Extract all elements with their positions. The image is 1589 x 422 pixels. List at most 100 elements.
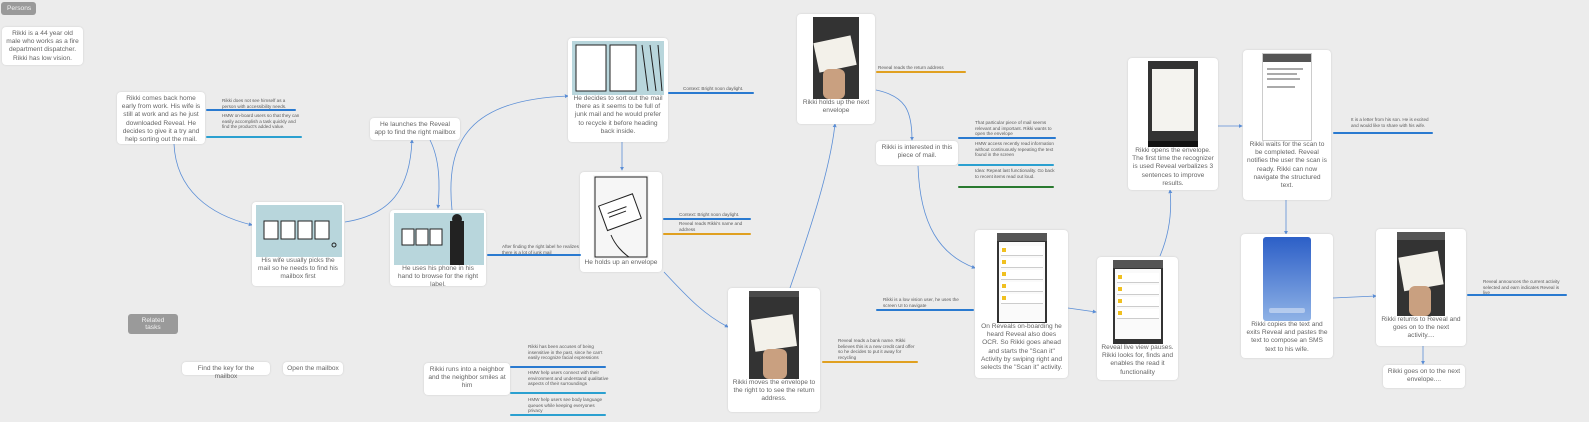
envelope-sketch-image (593, 175, 649, 259)
observation-note: Reveal reads a bank name. Rikki believes… (838, 338, 915, 360)
step-card: His wife usually picks the mail so he ne… (252, 202, 344, 286)
phone-home-screen-image (1263, 237, 1311, 321)
mailbox-open-sketch-image (572, 41, 664, 95)
note-underline (487, 254, 581, 256)
step-text: Rikki waits for the scan to be completed… (1247, 141, 1327, 190)
step-text: Rikki runs into a neighbor and the neigh… (428, 366, 506, 390)
reveal-structured-text-image (1262, 53, 1312, 141)
step-card: Rikki comes back home early from work. H… (117, 92, 205, 144)
step-text: He holds up an envelope (584, 259, 658, 266)
step-card: He holds up an envelope (580, 172, 662, 272)
arrow-s1-s2 (173, 143, 253, 227)
step-text: Rikki is interested in this piece of mai… (881, 144, 953, 160)
arrow-s2-s3 (344, 139, 414, 223)
arrow-s9-s10 (917, 165, 976, 269)
arrow-s6-s7 (663, 271, 729, 328)
step-text: Rikki holds up the next envelope (802, 99, 870, 115)
step-card: Rikki is interested in this piece of mai… (876, 141, 958, 165)
note-underline (206, 109, 296, 111)
insight-note: Rikki is a low vision user, he uses the … (883, 297, 959, 308)
step-card: He launches the Reveal app to find the r… (370, 118, 460, 140)
step-text: Rikki returns to Reveal and goes on to t… (1381, 316, 1461, 340)
insight-note: Rikki has been accuses of being insensit… (528, 344, 603, 361)
step-card: Rikki returns to Reveal and goes on to t… (1376, 229, 1466, 346)
note-underline (668, 92, 754, 94)
related-task-card: Find the key for the mailbox (182, 362, 270, 380)
note-underline (876, 309, 974, 311)
note-underline (510, 392, 606, 394)
note-underline (663, 218, 751, 220)
arrow-s8-s9 (875, 89, 914, 141)
related-tasks-tag: Related tasks (128, 314, 178, 334)
note-underline (822, 361, 918, 363)
step-text: Rikki opens the envelope. The first time… (1132, 147, 1214, 187)
step-card: Rikki waits for the scan to be completed… (1243, 50, 1331, 200)
step-card: Rikki holds up the next envelope (797, 14, 875, 124)
step-text: Reveal live view pauses. Rikki looks for… (1101, 344, 1174, 376)
arrow-s7-s8 (789, 123, 837, 289)
phone-photo-envelope-image (1397, 232, 1445, 316)
step-card: Reveal live view pauses. Rikki looks for… (1097, 257, 1178, 380)
related-task-text: Find the key for the mailbox (197, 365, 255, 381)
note-underline (876, 71, 966, 73)
phone-photo-letter-image (1148, 61, 1198, 147)
hmw-note: HMW access recently read information wit… (975, 141, 1054, 158)
insight-note: After finding the right label he realize… (502, 244, 579, 255)
arrow-s10-s11 (1067, 307, 1097, 314)
arrow-s14-s15 (1332, 294, 1377, 299)
step-text: His wife usually picks the mail so he ne… (258, 257, 338, 281)
person-with-phone-sketch-image (394, 213, 484, 265)
hmw-note: HMW help users connect with their enviro… (528, 370, 609, 387)
persona-text: Rikki is a 44 year old male who works as… (6, 30, 79, 62)
arrow-s11-s12 (1159, 189, 1173, 257)
note-underline (206, 136, 302, 138)
step-card: He decides to sort out the mail there as… (568, 38, 668, 142)
insight-note: Reveal announces the current activity se… (1483, 279, 1560, 296)
step-card: Rikki opens the envelope. The first time… (1128, 58, 1218, 190)
reveal-app-screenshot-image (996, 233, 1047, 323)
step-text: He decides to sort out the mail there as… (573, 95, 663, 135)
personas-tag: Persons (1, 2, 36, 15)
step-text: Rikki goes on to the next envelope.... (1387, 368, 1461, 384)
step-card: He uses his phone in his hand to browse … (390, 210, 486, 288)
hmw-note: HMW help users see body language queues … (528, 397, 603, 414)
reveal-app-screenshot-image (1112, 260, 1163, 344)
observation-note: Reveal reads Rikki's name and address (679, 221, 743, 232)
phone-photo-envelope-image (749, 291, 799, 379)
phone-photo-envelope-image (813, 17, 859, 99)
note-underline (510, 366, 606, 368)
step-text: Rikki comes back home early from work. H… (121, 95, 201, 144)
insight-note: That particular piece of mail seems rele… (975, 120, 1052, 137)
step-text: He uses his phone in his hand to browse … (397, 265, 479, 289)
related-task-text: Open the mailbox (287, 365, 339, 372)
note-underline (958, 164, 1054, 166)
step-card: Rikki runs into a neighbor and the neigh… (424, 363, 510, 395)
context-note: Context: Bright noon daylight. (683, 86, 744, 91)
observation-note: Reveal reads the return address (878, 65, 944, 70)
note-underline (663, 233, 751, 235)
step-card: On Reveals on-boarding he heard Reveal a… (975, 230, 1068, 378)
hmw-note: HMW on-board users so that they can easi… (222, 113, 300, 130)
context-note: Context: Bright noon daylight. (679, 212, 740, 217)
step-card: Rikki copies the text and exits Reveal a… (1241, 234, 1333, 358)
note-underline (958, 137, 1056, 139)
note-underline (510, 414, 606, 416)
step-card: Rikki moves the envelope to the right to… (728, 288, 820, 412)
step-card: Rikki goes on to the next envelope.... (1383, 365, 1465, 388)
insight-note: Rikki does not see himself as a person w… (222, 98, 287, 109)
arrow-s4-s5 (450, 94, 569, 211)
step-text: Rikki copies the text and exits Reveal a… (1246, 321, 1328, 353)
persona-card: Rikki is a 44 year old male who works as… (2, 27, 83, 65)
step-text: He launches the Reveal app to find the r… (374, 121, 456, 137)
related-task-card: Open the mailbox (283, 362, 343, 375)
arrow-s3-s4 (429, 139, 441, 209)
step-text: Rikki moves the envelope to the right to… (732, 379, 816, 403)
mailbox-sketch-image (256, 205, 342, 257)
note-underline (1333, 132, 1433, 134)
insight-note: It is a letter from his son. He is excit… (1351, 117, 1429, 128)
note-underline (1467, 294, 1567, 296)
step-text: On Reveals on-boarding he heard Reveal a… (980, 323, 1063, 372)
note-underline (958, 186, 1054, 188)
idea-note: Idea: Repeat last functionality. Go back… (975, 168, 1055, 179)
